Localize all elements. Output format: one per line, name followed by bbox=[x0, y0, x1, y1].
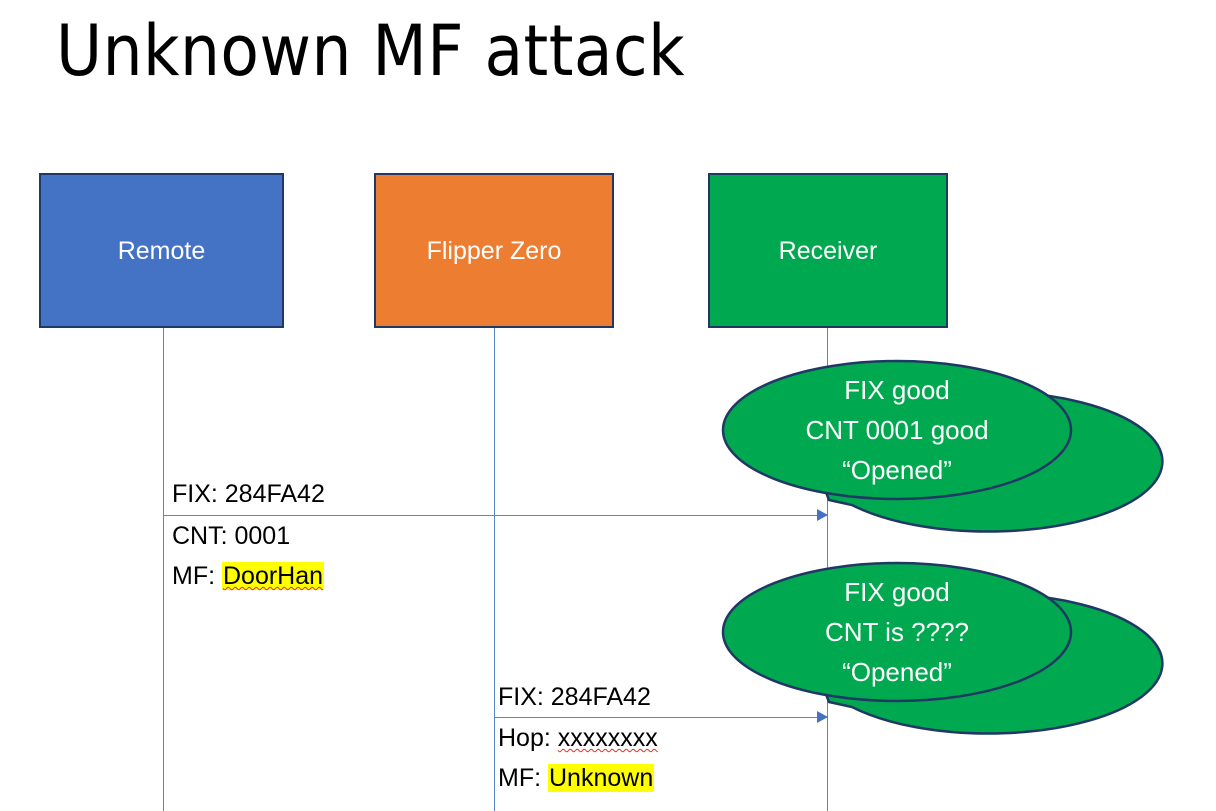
actor-box-remote[interactable]: Remote bbox=[39, 173, 284, 328]
actor-label-flipper-zero: Flipper Zero bbox=[426, 236, 562, 265]
actor-box-flipper-zero[interactable]: Flipper Zero bbox=[374, 173, 614, 328]
message-2-mf-value: Unknown bbox=[548, 764, 655, 792]
actor-label-remote: Remote bbox=[117, 236, 206, 265]
message-1-below-label: CNT: 0001 MF: DoorHan bbox=[172, 516, 325, 596]
callout-shape-2 bbox=[721, 561, 1164, 735]
message-2-fix-text: FIX: 284FA42 bbox=[498, 683, 651, 711]
actor-box-receiver[interactable]: Receiver bbox=[708, 173, 948, 328]
message-1-mf-value: DoorHan bbox=[222, 562, 325, 590]
message-arrow-line-1 bbox=[163, 515, 828, 516]
message-2-hop-value: xxxxxxxx bbox=[557, 724, 658, 752]
lifeline-remote bbox=[163, 327, 164, 811]
message-1-fix-text: FIX: 284FA42 bbox=[172, 480, 325, 508]
message-2-hop-line: Hop: xxxxxxxx bbox=[498, 718, 658, 758]
message-arrow-line-2 bbox=[494, 717, 828, 718]
lifeline-flipper bbox=[494, 327, 495, 811]
message-1-mf-line: MF: DoorHan bbox=[172, 556, 325, 596]
message-1-mf-prefix: MF: bbox=[172, 562, 222, 590]
actor-label-receiver: Receiver bbox=[778, 236, 878, 265]
message-2-mf-line: MF: Unknown bbox=[498, 758, 658, 798]
callout-shape-1 bbox=[721, 359, 1164, 533]
message-2-mf-prefix: MF: bbox=[498, 764, 548, 792]
message-1-cnt-value: 0001 bbox=[234, 522, 291, 550]
message-1-above-label: FIX: 284FA42 bbox=[172, 474, 325, 514]
message-2-hop-prefix: Hop: bbox=[498, 724, 558, 752]
message-arrow-head-1 bbox=[817, 509, 828, 521]
callout-bubble-1[interactable]: FIX good CNT 0001 good “Opened” bbox=[721, 359, 1164, 533]
message-1-cnt-prefix: CNT: bbox=[172, 522, 235, 550]
message-2-above-label: FIX: 284FA42 bbox=[498, 677, 651, 717]
callout-bubble-2[interactable]: FIX good CNT is ???? “Opened” bbox=[721, 561, 1164, 735]
message-2-below-label: Hop: xxxxxxxx MF: Unknown bbox=[498, 718, 658, 798]
page-title: Unknown MF attack bbox=[56, 10, 686, 92]
message-arrow-head-2 bbox=[817, 711, 828, 723]
message-1-cnt-line: CNT: 0001 bbox=[172, 516, 324, 556]
